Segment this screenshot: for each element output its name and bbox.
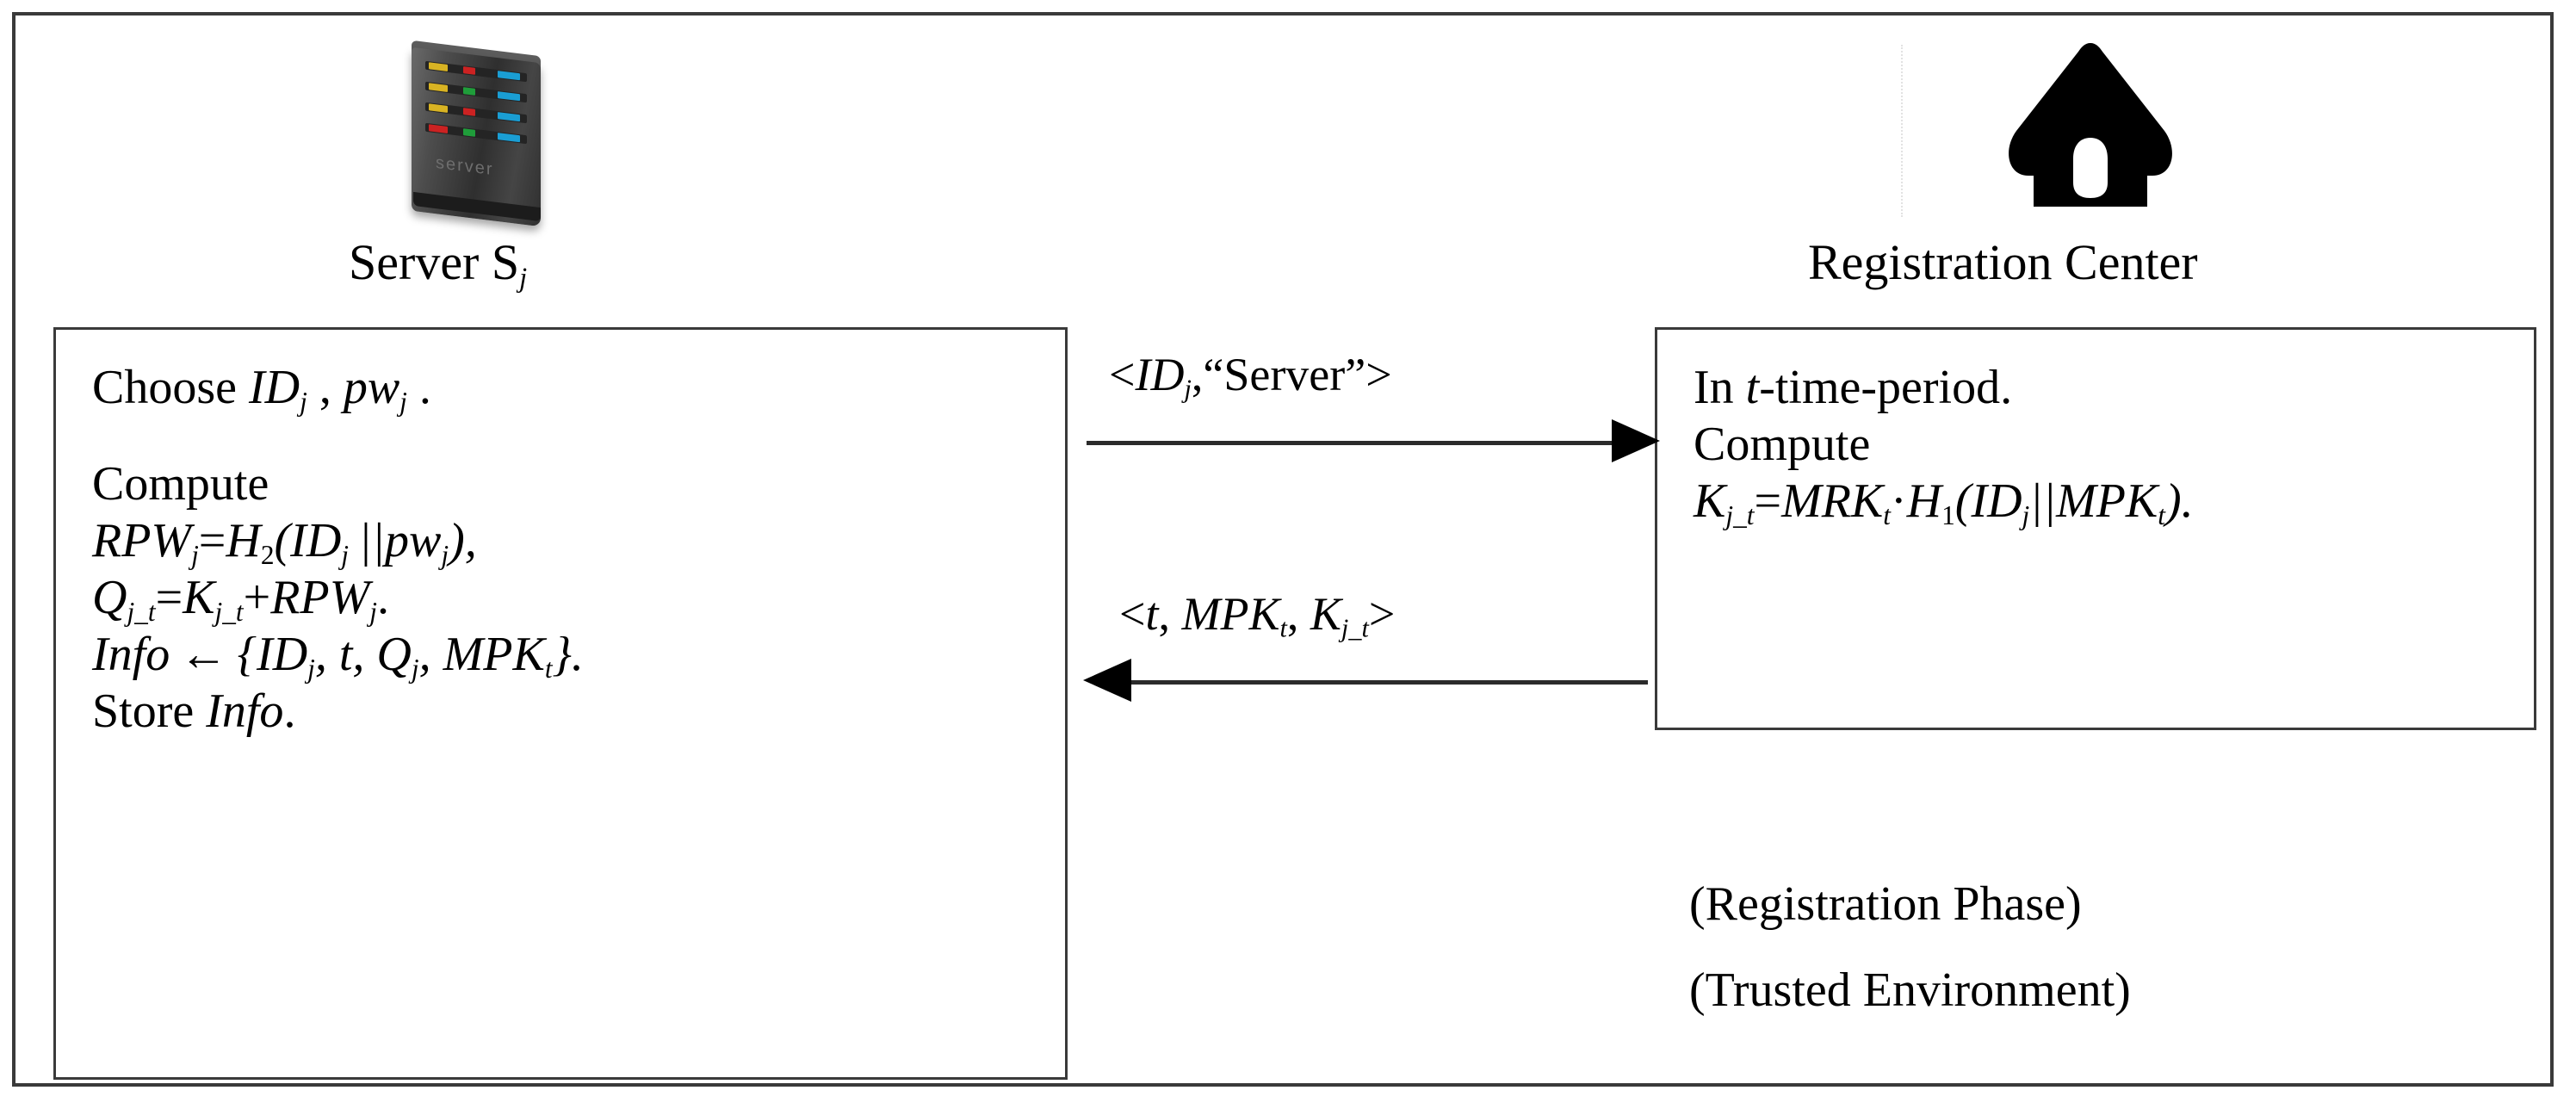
line-store: Store Info. bbox=[92, 685, 296, 739]
server-label-text: Server S bbox=[349, 234, 520, 290]
line-blank bbox=[92, 416, 1053, 455]
server-process-box: Choose IDj , pwj . Compute RPWj=H2(IDj |… bbox=[53, 327, 1068, 1080]
right-arrow-icon bbox=[1612, 419, 1660, 462]
line-time-period: In t-time-period. bbox=[1694, 361, 2013, 414]
server-label-subscript: j bbox=[519, 263, 528, 294]
line-choose: Choose IDj , pwj . bbox=[92, 361, 431, 417]
line-rc-key: Kj_t=MRKt·H1(IDj||MPKt). bbox=[1694, 474, 2194, 530]
line-rc-compute: Compute bbox=[1694, 418, 1871, 472]
message-1-label: <IDj,“Server”> bbox=[1109, 349, 1392, 404]
line-info: Info ← {IDj, t, Qj, MPKt}. bbox=[92, 628, 584, 685]
line-q: Qj_t=Kj_t+RPWj. bbox=[92, 571, 389, 627]
registration-center-process-box: In t-time-period. Compute Kj_t=MRKt·H1(I… bbox=[1655, 327, 2536, 730]
line-rpw: RPWj=H2(IDj ||pwj), bbox=[92, 514, 477, 570]
left-arrow-icon bbox=[1083, 659, 1131, 702]
house-icon bbox=[1996, 38, 2185, 210]
message-1-line bbox=[1087, 441, 1620, 445]
server-entity-label: Server Sj bbox=[349, 238, 527, 293]
line-compute: Compute bbox=[92, 457, 269, 511]
caption-registration-phase: (Registration Phase) bbox=[1689, 877, 2082, 931]
message-2-label: <t, MPKt, Kj_t> bbox=[1119, 588, 1396, 643]
server-rack-icon: server bbox=[396, 40, 560, 229]
message-2-line bbox=[1131, 680, 1648, 685]
caption-trusted-environment: (Trusted Environment) bbox=[1689, 963, 2131, 1017]
faint-guide-line bbox=[1901, 45, 1904, 217]
registration-center-entity-label: Registration Center bbox=[1808, 234, 2198, 290]
